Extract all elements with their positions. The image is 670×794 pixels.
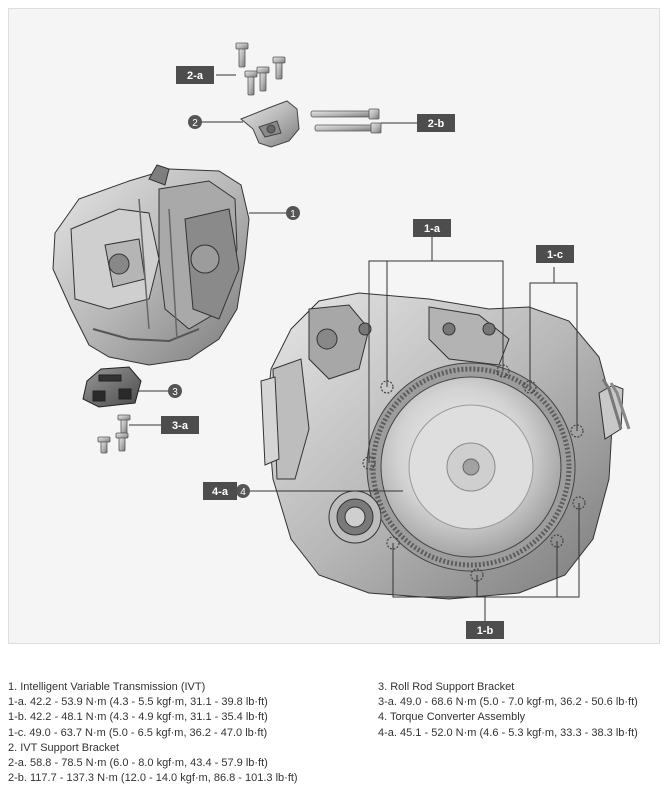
roll-rod-bolts-3a [97,414,131,454]
legend-item: 4. Torque Converter Assembly [378,711,526,724]
callout-2b-text: 2-b [428,118,445,130]
output-shaft-seal [328,490,382,544]
torque-spec-legend: 1. Intelligent Variable Transmission (IV… [8,672,660,790]
callout-2-text: 2 [192,118,198,129]
roll-rod-support-bracket [82,366,142,408]
legend-item: 1-a. 42.2 - 53.9 N·m (4.3 - 5.5 kgf·m, 3… [8,696,268,709]
callout-box-1b: 1-b [466,621,504,639]
callout-circle-2: 2 [188,115,202,129]
callout-2a-text: 2-a [187,70,204,82]
legend-item: 2-b. 117.7 - 137.3 N·m (12.0 - 14.0 kgf·… [8,772,298,785]
bracket-bolts-2b [310,108,382,134]
leader-lines [129,74,580,621]
legend-item: 2-a. 58.8 - 78.5 N·m (6.0 - 8.0 kgf·m, 4… [8,757,268,770]
callout-box-1c: 1-c [536,245,574,263]
legend-column-right: 3. Roll Rod Support Bracket 3-a. 49.0 - … [378,680,660,741]
ivt-small-view [52,164,250,366]
legend-item: 4-a. 45.1 - 52.0 N·m (4.6 - 5.3 kgf·m, 3… [378,726,638,739]
callout-box-2a: 2-a [176,66,214,84]
ivt-support-bracket [240,100,300,148]
legend-item: 1. Intelligent Variable Transmission (IV… [8,681,206,693]
callout-box-1a: 1-a [413,219,451,237]
callout-4a-text: 4-a [212,486,229,498]
callout-1a-text: 1-a [424,223,441,235]
callout-box-2b: 2-b [417,114,455,132]
callout-3-text: 3 [172,387,178,398]
torque-converter [366,362,576,572]
callout-4-text: 4 [240,487,246,498]
callout-box-4a: 4-a [203,482,237,500]
callout-circle-3: 3 [168,384,182,398]
exploded-view-figure: 1 2 3 4 2-a 2-b 1-a 1-c 3-a 4-a 1-b [8,8,660,644]
legend-item: 3-a. 49.0 - 68.6 N·m (5.0 - 7.0 kgf·m, 3… [378,696,638,709]
bracket-bolts-2a [235,42,286,96]
exploded-view-drawing: 1 2 3 4 2-a 2-b 1-a 1-c 3-a 4-a 1-b [52,42,631,639]
callout-1b-text: 1-b [477,625,494,637]
callout-1-text: 1 [290,209,296,220]
legend-item: 1-c. 49.0 - 63.7 N·m (5.0 - 6.5 kgf·m, 3… [8,726,268,739]
callout-circle-1: 1 [286,206,300,220]
legend-column-left: 1. Intelligent Variable Transmission (IV… [8,680,378,786]
legend-item: 1-b. 42.2 - 48.1 N·m (4.3 - 4.9 kgf·m, 3… [8,711,268,724]
legend-item: 2. IVT Support Bracket [8,741,120,754]
callout-box-3a: 3-a [161,416,199,434]
bolt-positions [362,364,586,582]
callout-3a-text: 3-a [172,420,189,432]
callout-circle-4: 4 [236,484,250,498]
legend-item: 3. Roll Rod Support Bracket [378,681,515,693]
callout-1c-text: 1-c [547,249,563,261]
